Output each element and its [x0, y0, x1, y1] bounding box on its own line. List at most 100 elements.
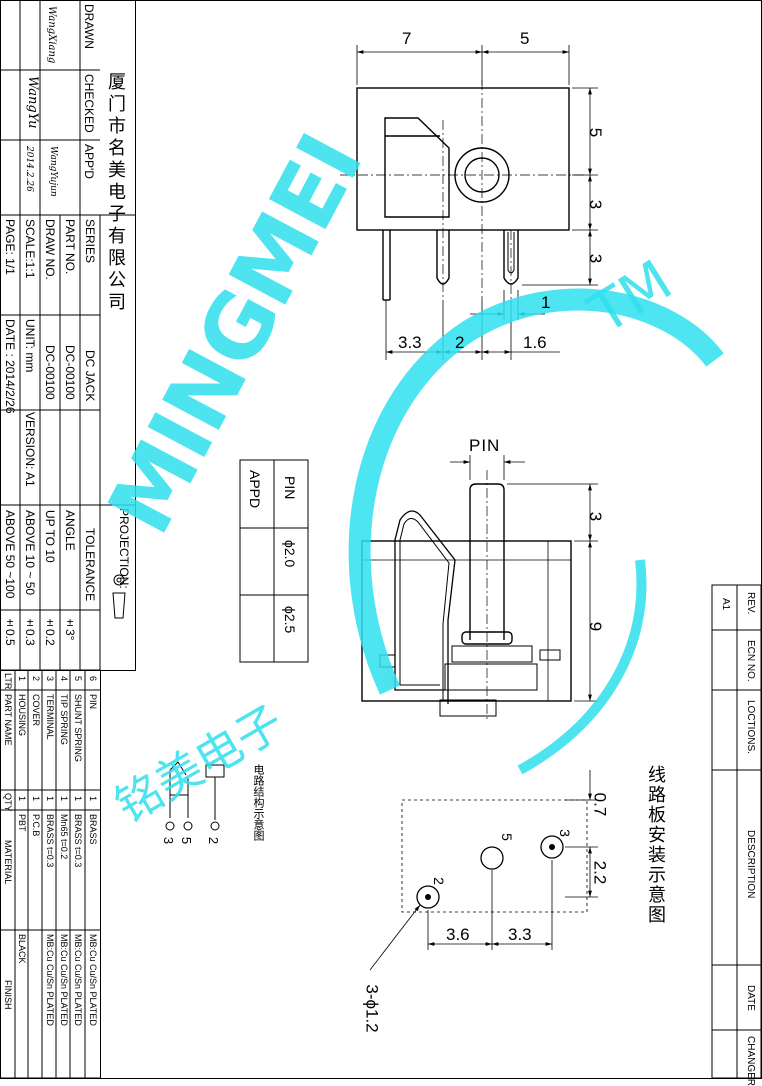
- scale-text: SCALE:1:1: [23, 219, 37, 279]
- series-label: SERIES: [83, 219, 97, 264]
- dim-bottom-3-3: 3.3: [398, 333, 422, 352]
- rev-header-rev: REV.: [745, 592, 756, 615]
- projection-symbol: [112, 574, 126, 619]
- rev-header-date: DATE: [745, 985, 756, 1011]
- bom-finish-3: MB:Cu Cu/Sn PLATED: [45, 934, 55, 1026]
- pin-table-header-pin: PIN: [282, 476, 298, 500]
- appd-signature: WangYujun: [48, 146, 58, 197]
- dim-pcb-0-7: 0.7: [590, 792, 610, 817]
- pcb-title: 线路板安装示意图: [645, 765, 666, 925]
- part-no-label: PART NO.: [63, 219, 77, 275]
- top-view-dimensions: [356, 45, 598, 360]
- bom-finish-4: MB:Cu Cu/Sn PLATED: [59, 934, 69, 1026]
- dim-right-3a: 3: [586, 199, 606, 210]
- dim-pcb-2-2: 2.2: [590, 860, 610, 885]
- rev-header-ecn: ECN NO.: [745, 640, 756, 682]
- center-lines: [340, 80, 585, 300]
- bom-material-2: P.C.B: [31, 814, 41, 837]
- bom-ltr-6: 6: [88, 676, 98, 682]
- bom-qty-4: 1: [59, 796, 69, 802]
- tolerance-value-100: ±0.5: [3, 615, 17, 646]
- checked-signature: WangYu: [25, 76, 40, 129]
- side-view-dimensions: [450, 455, 598, 702]
- appd-label: APP'D: [82, 144, 96, 179]
- watermark-ring: [348, 288, 724, 775]
- dim-pin-label: PIN: [469, 436, 501, 455]
- pin-table-frame: [239, 459, 309, 663]
- bom-part-2: COVER: [31, 694, 41, 727]
- bom-part-4: TIP SPRING: [59, 694, 69, 745]
- tolerance-range-50: ABOVE 10 ~ 50: [23, 510, 37, 596]
- pcb-hole-label-5: 5: [498, 833, 515, 841]
- tolerance-range-10: UP TO 10: [43, 510, 57, 563]
- checked-label: CHECKED: [82, 74, 96, 133]
- bom-finish-6: MB:Cu Cu/Sn PLATED: [88, 934, 98, 1026]
- bom-qty-6: 1: [88, 796, 98, 802]
- series-value: DC JACK: [83, 350, 97, 402]
- drawn-signature: WangXiang: [46, 6, 57, 64]
- bom-qty-5: 1: [73, 796, 83, 802]
- tolerance-label: TOLERANCE: [83, 528, 97, 602]
- part-no-value: DC-00100: [63, 345, 77, 400]
- bom-ltr-3: 3: [45, 676, 55, 682]
- projection-label: PROJECTION:: [117, 508, 131, 589]
- bom-header-material: MATERIAL: [3, 840, 13, 885]
- draw-no-label: DRAW NO.: [43, 219, 57, 280]
- rev-header-changer: CHANGER: [745, 1036, 756, 1086]
- drawn-label: DRAWN: [82, 4, 96, 49]
- top-view: [356, 87, 570, 301]
- bom-finish-5: MB:Cu Cu/Sn PLATED: [73, 934, 83, 1026]
- bom-qty-2: 1: [31, 796, 41, 802]
- signature-date: 2014.2.26: [24, 146, 34, 192]
- pin-table-value-2: ϕ2.5: [282, 606, 298, 634]
- bom-material-3: BRASS t=0.3: [45, 814, 55, 868]
- bom-header-qty: QTY: [3, 793, 13, 812]
- pin-table-value-1: ϕ2.0: [282, 540, 298, 568]
- tolerance-value-50: ±0.3: [23, 615, 37, 646]
- bom-header-finish: FINISH: [3, 980, 13, 1010]
- dim-side-9: 9: [586, 621, 606, 632]
- dim-top-7: 7: [402, 29, 412, 48]
- bom-material-5: BRASS t=0.3: [73, 814, 83, 868]
- schematic-pin-3: 3: [161, 836, 177, 845]
- unit-text: UNIT: mm: [23, 319, 37, 373]
- bom-ltr-4: 4: [59, 676, 69, 682]
- bom-ltr-2: 2: [31, 676, 41, 682]
- dim-pcb-3-6: 3.6: [446, 925, 470, 944]
- company-name: 厦门市名美电子有限公司: [105, 72, 126, 314]
- schematic-pin-2: 2: [206, 836, 222, 845]
- bom-material-4: Mn65 t=0.2: [59, 814, 69, 860]
- tolerance-value-angle: ±3°: [63, 615, 77, 641]
- rev-header-description: DESCRIPTION: [745, 830, 756, 899]
- version-text: VERSION: A1: [23, 412, 37, 487]
- bom-qty-1: 1: [17, 796, 27, 802]
- pcb-layout: [401, 799, 588, 913]
- bom-material-6: BRASS: [88, 814, 98, 845]
- title-block-frame: [0, 0, 136, 671]
- dim-side-3: 3: [586, 511, 606, 522]
- dim-top-5: 5: [520, 29, 530, 48]
- revision-table-frame: [711, 584, 762, 1079]
- tolerance-value-10: ±0.2: [43, 615, 57, 646]
- bom-table-frame: [0, 669, 101, 1079]
- pcb-hole-label-2: 2: [430, 877, 447, 885]
- pin-table-header-appd: APPD: [247, 470, 263, 509]
- draw-no-value: DC-00100: [43, 345, 57, 400]
- tolerance-range-100: ABOVE 50 ~100: [3, 510, 17, 599]
- bom-part-6: PIN: [88, 694, 98, 710]
- dim-right-5: 5: [586, 127, 606, 138]
- bom-header-part: PART NAME: [3, 694, 13, 746]
- pcb-hole-label-3: 3: [556, 829, 573, 837]
- bom-part-1: HOUSING: [17, 694, 27, 737]
- rev-value: A1: [720, 598, 731, 611]
- dim-pcb-holes: 3-ϕ1.2: [362, 984, 382, 1033]
- bom-part-3: TERMINAL: [45, 694, 55, 740]
- schematic-pin-5: 5: [179, 836, 195, 845]
- rev-header-locations: LOCTIONS.: [745, 700, 756, 754]
- bom-part-5: SHUNT SPRING: [73, 694, 83, 762]
- bom-header-ltr: LTR: [3, 673, 13, 690]
- dim-pcb-3-3: 3.3: [508, 925, 532, 944]
- bom-material-1: PBT: [17, 814, 27, 832]
